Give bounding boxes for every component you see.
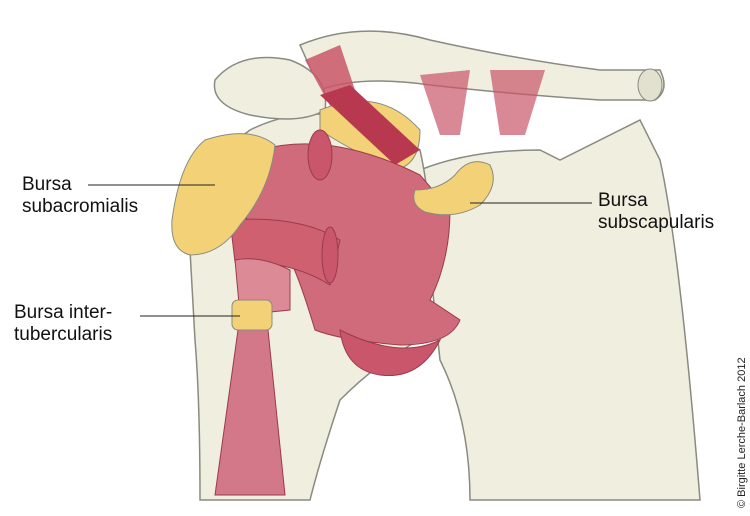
- label-bursa-intertubercularis: Bursa inter- tubercularis: [14, 302, 112, 346]
- label-line: Bursa inter-: [14, 302, 113, 323]
- label-line: Bursa: [22, 174, 72, 195]
- scapula: [419, 118, 701, 501]
- cut-tendon: [321, 226, 339, 284]
- muscle-belly: [339, 329, 442, 377]
- label-line: subscapularis: [598, 212, 715, 233]
- copyright-notice: © Birgitte Lerche-Barlach 2012: [736, 357, 748, 508]
- ligament: [490, 70, 545, 135]
- bursa-intertubercularis: [231, 299, 273, 331]
- label-line: tubercularis: [14, 324, 113, 345]
- label-bursa-subacromialis: Bursa subacromialis: [22, 174, 138, 218]
- clavicle-end: [637, 68, 663, 102]
- clavicle: [299, 30, 665, 101]
- label-line: Bursa: [598, 190, 648, 211]
- bursa-subacromialis: [171, 133, 276, 256]
- label-line: subacromialis: [22, 196, 139, 217]
- rotator-cuff: [239, 143, 461, 346]
- tendon-supraspinatus: [320, 85, 420, 165]
- label-bursa-subscapularis: Bursa subscapularis: [598, 190, 714, 234]
- cut-tendon: [307, 129, 333, 181]
- ligament: [420, 70, 470, 135]
- bursa-subscapularis: [413, 161, 494, 216]
